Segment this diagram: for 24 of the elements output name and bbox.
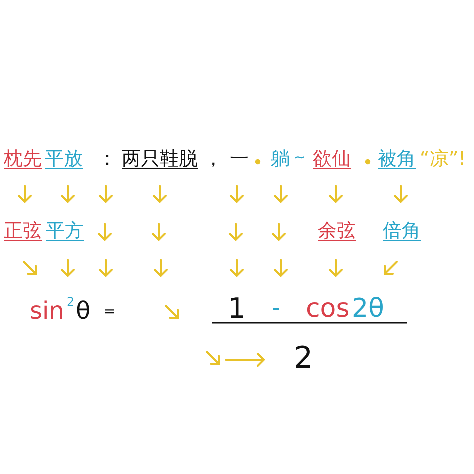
mnemonic-text: 被角 [378,150,416,169]
mnemonic-text: “凉”! [420,150,466,169]
mnemonic-text: 枕先 [4,150,42,169]
mnemonic-text: ~ [294,151,306,165]
mnemonic-text: 余弦 [318,222,356,241]
formula-text: 1 [228,295,246,323]
mnemonic-text: 平放 [45,150,83,169]
mnemonic-text: 倍角 [383,222,421,241]
mnemonic-text: 正弦 [4,222,42,241]
formula-text: cos [306,296,350,322]
formula-text: - [272,296,281,320]
mnemonic-text: 躺 [271,150,290,169]
formula-text: 2 [294,344,314,374]
mnemonic-text: 平方 [46,222,84,241]
mnemonic-text: ： [98,150,117,169]
mnemonic-text: 一 [230,150,249,169]
mnemonic-text: 欲仙 [313,150,351,169]
mnemonic-text: ， [204,150,223,169]
formula-text: θ [76,299,91,323]
mnemonic-text: 两只鞋脱 [122,150,198,169]
formula-text: sin [30,299,64,323]
formula-text: 2 [67,296,75,308]
formula-text: 2θ [352,296,384,322]
formula-text: = [104,305,116,319]
